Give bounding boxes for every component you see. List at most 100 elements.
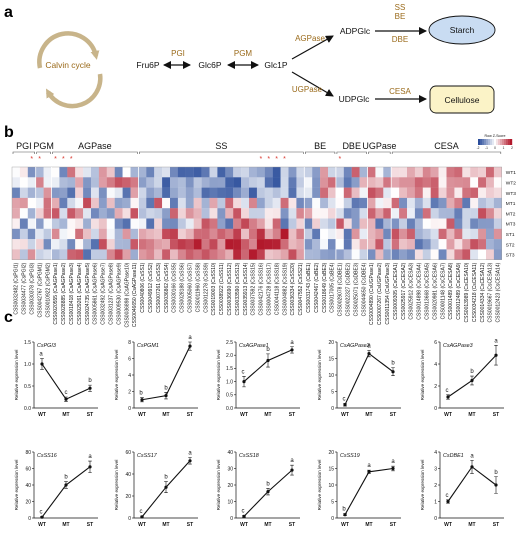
heatmap-cell	[486, 177, 495, 188]
heatmap-cell	[185, 208, 194, 219]
data-point	[343, 403, 347, 407]
heatmap-cell	[185, 177, 194, 188]
heatmap-cell	[256, 249, 265, 260]
y-tick-label: 0	[331, 406, 334, 412]
heatmap-cell	[328, 239, 337, 250]
data-point	[164, 485, 168, 489]
heatmap-cell	[391, 177, 400, 188]
heatmap-cell	[27, 249, 36, 260]
heatmap-cell	[177, 249, 186, 260]
heatmap-cell	[67, 167, 76, 178]
heatmap-cell	[43, 249, 52, 260]
heatmap-cell	[114, 228, 123, 240]
heatmap-cell	[446, 218, 455, 229]
heatmap-cell	[185, 197, 194, 209]
heatmap-cell	[438, 167, 447, 178]
y-tick-label: 0.0	[24, 406, 31, 412]
heatmap-cell	[106, 208, 115, 219]
plot-title: CsPGI3	[37, 343, 56, 349]
significance-letter: b	[88, 378, 92, 384]
heatmap-cell	[493, 239, 502, 250]
heatmap-cell	[35, 249, 44, 260]
heatmap-cell	[486, 249, 495, 260]
heatmap-cell	[478, 249, 487, 260]
heatmap-cell	[391, 218, 400, 229]
heatmap-cell	[114, 197, 123, 209]
heatmap-cell	[264, 197, 273, 209]
heatmap-cell	[328, 197, 337, 209]
significance-letter: b	[391, 361, 395, 367]
panel-letter-b: b	[4, 124, 14, 141]
heatmap-cell	[233, 167, 242, 178]
cellulose-box	[429, 85, 495, 114]
heatmap-cell	[470, 239, 479, 250]
plot-y-axis-label: Relative expression level	[14, 460, 19, 511]
heatmap-cell	[185, 187, 194, 199]
series-line	[141, 345, 191, 401]
y-tick-label: 8	[128, 340, 131, 346]
heatmap-cell	[201, 208, 210, 219]
heatmap-cell	[98, 249, 107, 260]
heatmap-cell	[75, 177, 84, 188]
plot-title: CsSS19	[340, 453, 360, 459]
heatmap-cell	[272, 187, 281, 199]
heatmap-cell	[296, 208, 305, 219]
heatmap-cell	[296, 177, 305, 188]
heatmap-cell	[430, 187, 439, 199]
significance-letter: a	[391, 459, 395, 465]
heatmap-gene-label: CSS0012423 (CsCESA14)	[496, 262, 502, 322]
x-tick-label: WT	[38, 412, 46, 418]
heatmap-cell	[43, 177, 52, 188]
heatmap-group-bracket	[139, 151, 304, 154]
plot-y-axis-label: Relative expression level	[114, 460, 119, 511]
heatmap-cell	[59, 218, 68, 229]
heatmap-group-label: DBE	[342, 141, 361, 151]
significance-letter: a	[367, 463, 371, 469]
heatmap-cell	[209, 208, 218, 219]
heatmap-cell	[217, 187, 226, 199]
heatmap-cell	[478, 218, 487, 229]
heatmap-cell	[19, 249, 28, 260]
heatmap-cell	[407, 218, 416, 229]
heatmap-cell	[209, 239, 218, 250]
heatmap-cell	[414, 218, 423, 229]
heatmap-cell	[19, 187, 28, 199]
heatmap-cell	[19, 197, 28, 209]
heatmap-cell	[225, 239, 234, 250]
heatmap-cell	[367, 197, 376, 209]
heatmap-cell	[233, 197, 242, 209]
heatmap-gene-label: CSS0014898 (CsCESA4)	[417, 262, 423, 319]
heatmap-cell	[241, 177, 250, 188]
heatmap-cell	[241, 249, 250, 260]
heatmap-cell	[359, 228, 368, 240]
heatmap-cell	[470, 197, 479, 209]
heatmap-cell	[407, 228, 416, 240]
heatmap-cell	[438, 187, 447, 199]
y-tick-label: 6	[128, 356, 131, 362]
heatmap-cell	[383, 177, 392, 188]
heatmap-cell	[27, 218, 36, 229]
heatmap-group-bracket	[391, 151, 502, 154]
heatmap-cell	[146, 208, 155, 219]
heatmap-cell	[359, 177, 368, 188]
heatmap-cell	[414, 167, 423, 178]
heatmap-cell	[19, 208, 28, 219]
heatmap-cell	[138, 218, 147, 229]
heatmap-cell	[91, 208, 100, 219]
heatmap-cell	[130, 218, 139, 229]
heatmap-cell	[43, 239, 52, 250]
heatmap-cell	[422, 239, 431, 250]
heatmap-cell	[138, 208, 147, 219]
data-point	[40, 515, 44, 519]
heatmap-cell	[138, 228, 147, 240]
y-tick-label: 20	[227, 483, 233, 489]
heatmap-cell	[296, 218, 305, 229]
x-tick-label: MT	[162, 412, 169, 418]
cellulose-label: Cellulose	[445, 95, 480, 105]
heatmap-cell	[162, 249, 171, 260]
heatmap-cell	[343, 187, 352, 199]
heatmap-cell	[343, 249, 352, 260]
heatmap-cell	[328, 218, 337, 229]
